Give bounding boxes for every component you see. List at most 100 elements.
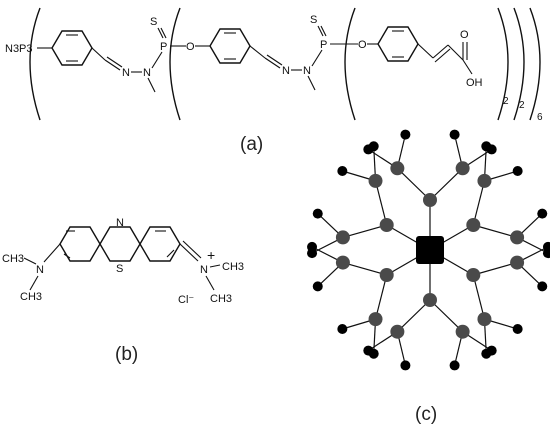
bond (447, 44, 464, 61)
branch-bond (396, 299, 431, 333)
paren-open-outer (29, 7, 41, 121)
o-atom: O (186, 41, 195, 53)
generation-2-node (335, 255, 350, 270)
branch-bond (342, 224, 387, 238)
bond (151, 51, 163, 69)
terminal-node (312, 281, 323, 292)
terminal-node (337, 165, 348, 176)
methyl-bond (147, 77, 156, 93)
double-bond (317, 25, 324, 37)
branch-bond (374, 274, 388, 320)
terminal-node (368, 348, 379, 359)
n-atom: N (122, 67, 130, 79)
generation-2-node (390, 324, 405, 339)
benzene-ring (51, 30, 93, 66)
s-atom: S (310, 14, 317, 26)
double-bond (106, 56, 123, 68)
bond (43, 243, 61, 263)
caption-c: (c) (415, 404, 437, 425)
n-atom: N (303, 65, 311, 77)
generation-1-node (466, 268, 481, 282)
generation-2-node (477, 173, 492, 188)
terminal-node (542, 241, 550, 252)
bond (29, 275, 39, 291)
terminal-node (449, 360, 460, 371)
generation-2-node (477, 312, 492, 327)
bond (205, 275, 215, 291)
p-atom: P (160, 41, 167, 53)
o-atom: O (460, 29, 469, 41)
ring-s: S (116, 263, 123, 275)
bond (104, 59, 121, 71)
branch-bond (429, 299, 464, 333)
branch-bond (473, 262, 518, 276)
generation-1-node (379, 218, 394, 232)
right-ch3-top: CH3 (222, 261, 244, 273)
bond (417, 43, 434, 59)
generation-2-node (510, 230, 525, 245)
left-n: N (36, 264, 44, 276)
branch-bond (473, 224, 518, 238)
caption-b: (b) (115, 344, 138, 365)
double-bond (266, 54, 283, 66)
terminal-node (400, 360, 411, 371)
oh-group: OH (466, 77, 483, 89)
generation-2-node (455, 324, 470, 339)
bond (462, 59, 473, 75)
double-bond (157, 27, 164, 39)
generation-1-node (379, 268, 394, 282)
generation-1-node (423, 293, 437, 307)
benzene-ring (209, 28, 251, 64)
bond (179, 243, 199, 262)
molecule-a: N3P3 N N P S O N N P S (5, 7, 543, 123)
generation-1-node (466, 218, 481, 232)
generation-2-node (335, 230, 350, 245)
ring-n: N (116, 217, 124, 229)
methyl-bond (307, 75, 316, 91)
molecule-b: N S N CH3 CH3 N + CH3 CH3 Cl⁻ (2, 217, 244, 306)
p-atom: P (320, 39, 327, 51)
subscript-2b: 2 (519, 100, 525, 111)
terminal-node (400, 129, 411, 140)
terminal-node (537, 281, 548, 292)
double-bond (160, 27, 167, 39)
dendrimer (307, 129, 550, 371)
subscript-2a: 2 (503, 96, 509, 107)
double-bond (434, 48, 451, 63)
generation-2-node (368, 173, 383, 188)
double-bond (182, 240, 202, 259)
bond (432, 44, 449, 59)
core-label: N3P3 (5, 43, 33, 55)
benzene-ring (377, 26, 419, 62)
left-ch3-bottom: CH3 (20, 291, 42, 303)
charge: + (207, 247, 215, 263)
branch-bond (374, 180, 388, 226)
caption-a: (a) (240, 134, 263, 155)
terminal-node (512, 324, 523, 335)
right-ch3-bottom: CH3 (210, 293, 232, 305)
branch-bond (472, 180, 486, 226)
counterion: Cl⁻ (178, 294, 194, 306)
generation-2-node (368, 312, 383, 327)
center-ring (99, 226, 141, 262)
bond (311, 49, 323, 67)
terminal-node (481, 141, 492, 152)
paren-open-inner (344, 7, 356, 121)
bond (91, 47, 106, 61)
bond (209, 264, 221, 268)
paren-close-outer (529, 7, 541, 121)
generation-2-node (510, 255, 525, 270)
branch-bond (429, 167, 464, 201)
terminal-node (307, 248, 318, 259)
terminal-node (337, 324, 348, 335)
paren-open-middle (169, 7, 181, 121)
right-n: N (200, 264, 208, 276)
terminal-node (512, 165, 523, 176)
paren-close-middle (513, 7, 525, 121)
generation-2-node (455, 161, 470, 176)
branch-bond (472, 274, 486, 320)
branch-bond (342, 262, 387, 276)
bond (249, 45, 266, 59)
